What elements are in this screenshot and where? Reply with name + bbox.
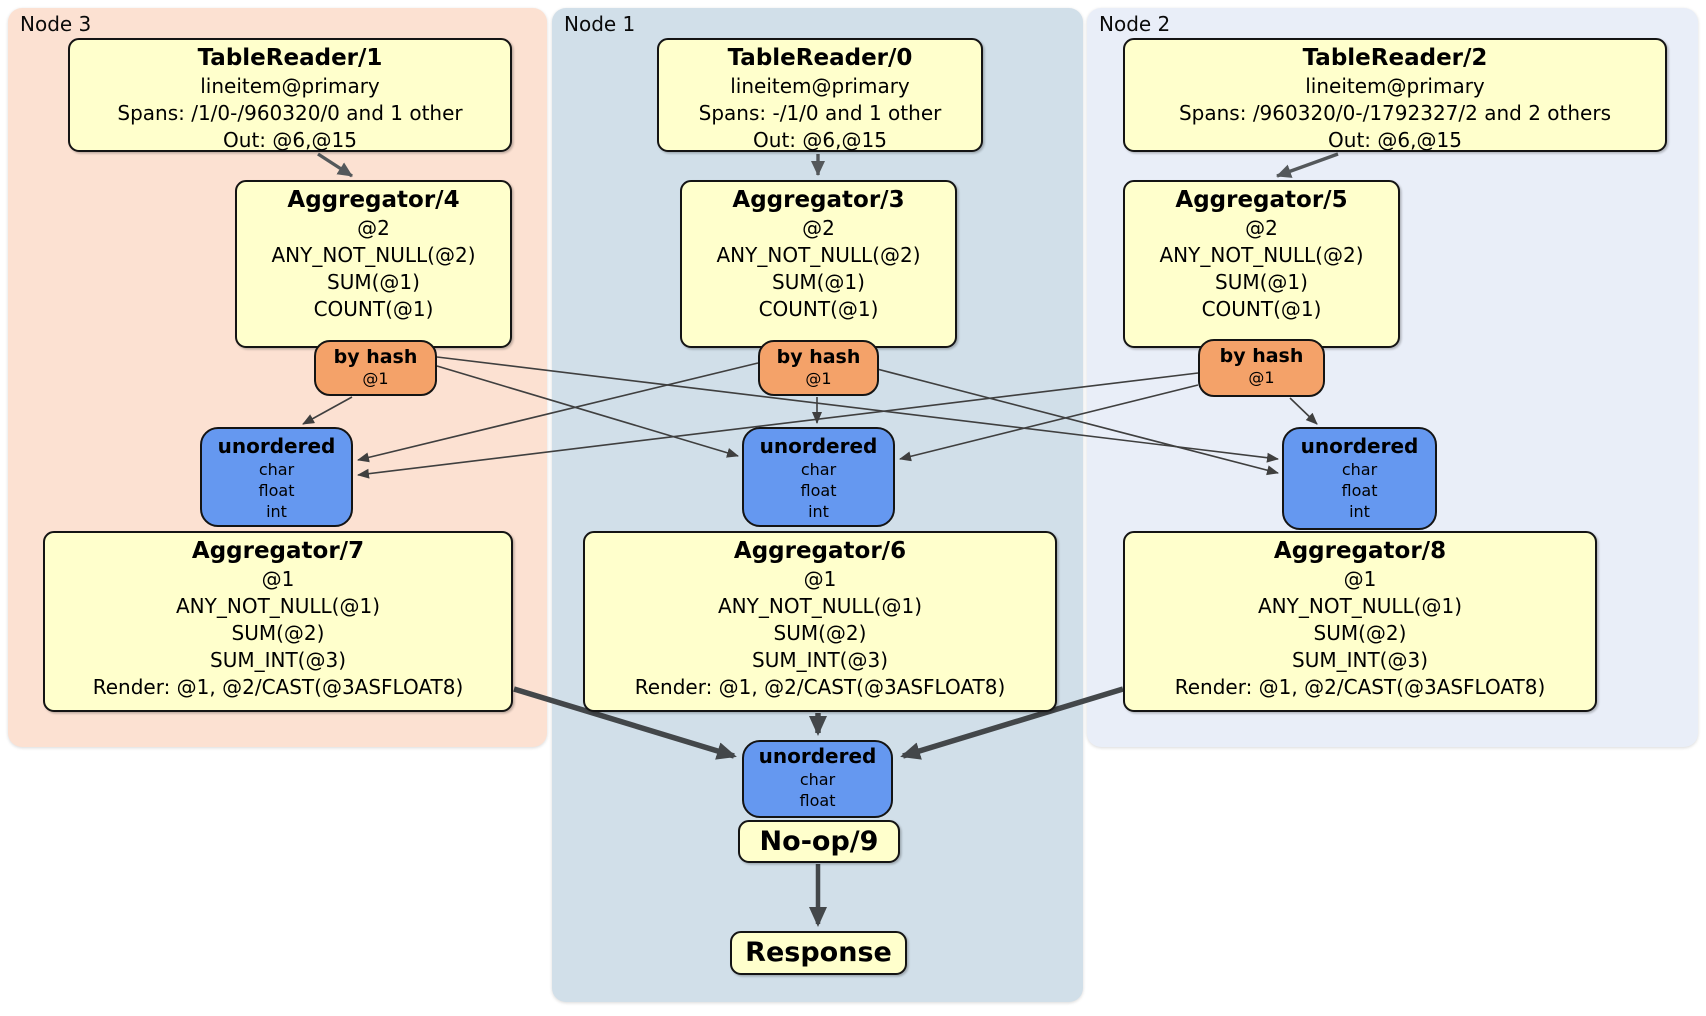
processor-line: SUM_INT(@3) xyxy=(1292,648,1428,672)
processor-title: TableReader/2 xyxy=(1302,45,1488,71)
processor-tablereader-1: TableReader/1 lineitem@primary Spans: /1… xyxy=(68,38,512,152)
processor-line: @1 xyxy=(803,567,837,591)
sync-unordered-node2: unordered char float int xyxy=(1282,427,1437,530)
router-title: by hash xyxy=(1219,345,1304,367)
processor-title: Aggregator/7 xyxy=(191,538,365,564)
processor-line: Out: @6,@15 xyxy=(1328,128,1462,152)
processor-line: @1 xyxy=(261,567,295,591)
processor-line: SUM(@1) xyxy=(1215,270,1308,294)
processor-aggregator-5: Aggregator/5 @2 ANY_NOT_NULL(@2) SUM(@1)… xyxy=(1123,180,1400,348)
processor-line: SUM(@1) xyxy=(772,270,865,294)
sync-title: unordered xyxy=(759,434,878,458)
processor-title: TableReader/0 xyxy=(727,45,913,71)
sync-title: unordered xyxy=(1300,434,1419,458)
sync-line: char xyxy=(1341,460,1378,479)
sync-line: int xyxy=(266,502,287,521)
router-byhash-node2: by hash @1 xyxy=(1198,339,1325,397)
sync-line: char xyxy=(800,460,837,479)
processor-line: COUNT(@1) xyxy=(313,297,434,321)
processor-line: Out: @6,@15 xyxy=(753,128,887,152)
processor-line: ANY_NOT_NULL(@1) xyxy=(1258,594,1462,618)
processor-aggregator-7: Aggregator/7 @1 ANY_NOT_NULL(@1) SUM(@2)… xyxy=(43,531,513,712)
processor-title: Aggregator/4 xyxy=(287,187,460,213)
processor-line: SUM(@2) xyxy=(1313,621,1407,645)
processor-line: ANY_NOT_NULL(@1) xyxy=(718,594,922,618)
router-byhash-node3: by hash @1 xyxy=(314,340,437,396)
sync-line: float xyxy=(1341,481,1378,500)
sync-title: unordered xyxy=(758,744,877,768)
processor-aggregator-3: Aggregator/3 @2 ANY_NOT_NULL(@2) SUM(@1)… xyxy=(680,180,957,348)
processor-line: @2 xyxy=(802,216,835,240)
router-byhash-node1: by hash @1 xyxy=(758,340,879,396)
router-detail: @1 xyxy=(805,369,832,388)
processor-line: @2 xyxy=(1245,216,1278,240)
processor-title: Aggregator/6 xyxy=(733,538,907,564)
processor-title: TableReader/1 xyxy=(197,45,383,71)
processor-line: SUM(@1) xyxy=(327,270,420,294)
processor-title: No-op/9 xyxy=(759,826,879,857)
processor-title: Aggregator/8 xyxy=(1273,538,1447,564)
processor-aggregator-8: Aggregator/8 @1 ANY_NOT_NULL(@1) SUM(@2)… xyxy=(1123,531,1597,712)
processor-response: Response xyxy=(730,931,907,975)
processor-line: Spans: /960320/0-/1792327/2 and 2 others xyxy=(1178,101,1611,125)
sync-line: float xyxy=(799,791,836,810)
node2-label: Node 2 xyxy=(1099,12,1171,36)
sync-title: unordered xyxy=(217,434,336,458)
processor-aggregator-4: Aggregator/4 @2 ANY_NOT_NULL(@2) SUM(@1)… xyxy=(235,180,512,348)
processor-noop-9: No-op/9 xyxy=(738,820,900,863)
sync-unordered-node3: unordered char float int xyxy=(200,427,353,527)
sync-line: float xyxy=(800,481,837,500)
processor-title: Aggregator/3 xyxy=(732,187,905,213)
processor-line: Spans: -/1/0 and 1 other xyxy=(698,101,942,125)
router-title: by hash xyxy=(333,346,418,368)
processor-line: SUM_INT(@3) xyxy=(210,648,346,672)
processor-line: SUM_INT(@3) xyxy=(752,648,888,672)
processor-line: lineitem@primary xyxy=(1305,74,1485,98)
processor-tablereader-0: TableReader/0 lineitem@primary Spans: -/… xyxy=(657,38,983,152)
sync-line: char xyxy=(258,460,295,479)
sync-unordered-node1: unordered char float int xyxy=(742,427,895,527)
processor-line: SUM(@2) xyxy=(773,621,867,645)
processor-line: COUNT(@1) xyxy=(1201,297,1322,321)
sync-line: char xyxy=(799,770,836,789)
sync-line: int xyxy=(1349,502,1370,521)
sync-line: float xyxy=(258,481,295,500)
processor-tablereader-2: TableReader/2 lineitem@primary Spans: /9… xyxy=(1123,38,1667,152)
node3-label: Node 3 xyxy=(20,12,92,36)
processor-line: lineitem@primary xyxy=(730,74,910,98)
router-detail: @1 xyxy=(1248,368,1275,387)
processor-title: Response xyxy=(745,937,892,968)
router-title: by hash xyxy=(776,346,861,368)
processor-line: Render: @1, @2/CAST(@3ASFLOAT8) xyxy=(1174,675,1546,699)
processor-line: Spans: /1/0-/960320/0 and 1 other xyxy=(117,101,463,125)
router-detail: @1 xyxy=(362,369,389,388)
processor-line: ANY_NOT_NULL(@1) xyxy=(176,594,380,618)
processor-line: COUNT(@1) xyxy=(758,297,879,321)
node1-label: Node 1 xyxy=(564,12,636,36)
sync-line: int xyxy=(808,502,829,521)
processor-line: ANY_NOT_NULL(@2) xyxy=(716,243,921,267)
processor-aggregator-6: Aggregator/6 @1 ANY_NOT_NULL(@1) SUM(@2)… xyxy=(583,531,1057,712)
processor-line: lineitem@primary xyxy=(200,74,380,98)
processor-line: SUM(@2) xyxy=(231,621,325,645)
processor-line: ANY_NOT_NULL(@2) xyxy=(271,243,476,267)
processor-line: @2 xyxy=(357,216,390,240)
processor-line: Render: @1, @2/CAST(@3ASFLOAT8) xyxy=(634,675,1006,699)
processor-title: Aggregator/5 xyxy=(1175,187,1348,213)
sync-unordered-final: unordered char float xyxy=(742,740,893,818)
processor-line: Out: @6,@15 xyxy=(223,128,357,152)
processor-line: @1 xyxy=(1343,567,1377,591)
processor-line: ANY_NOT_NULL(@2) xyxy=(1159,243,1364,267)
processor-line: Render: @1, @2/CAST(@3ASFLOAT8) xyxy=(92,675,464,699)
